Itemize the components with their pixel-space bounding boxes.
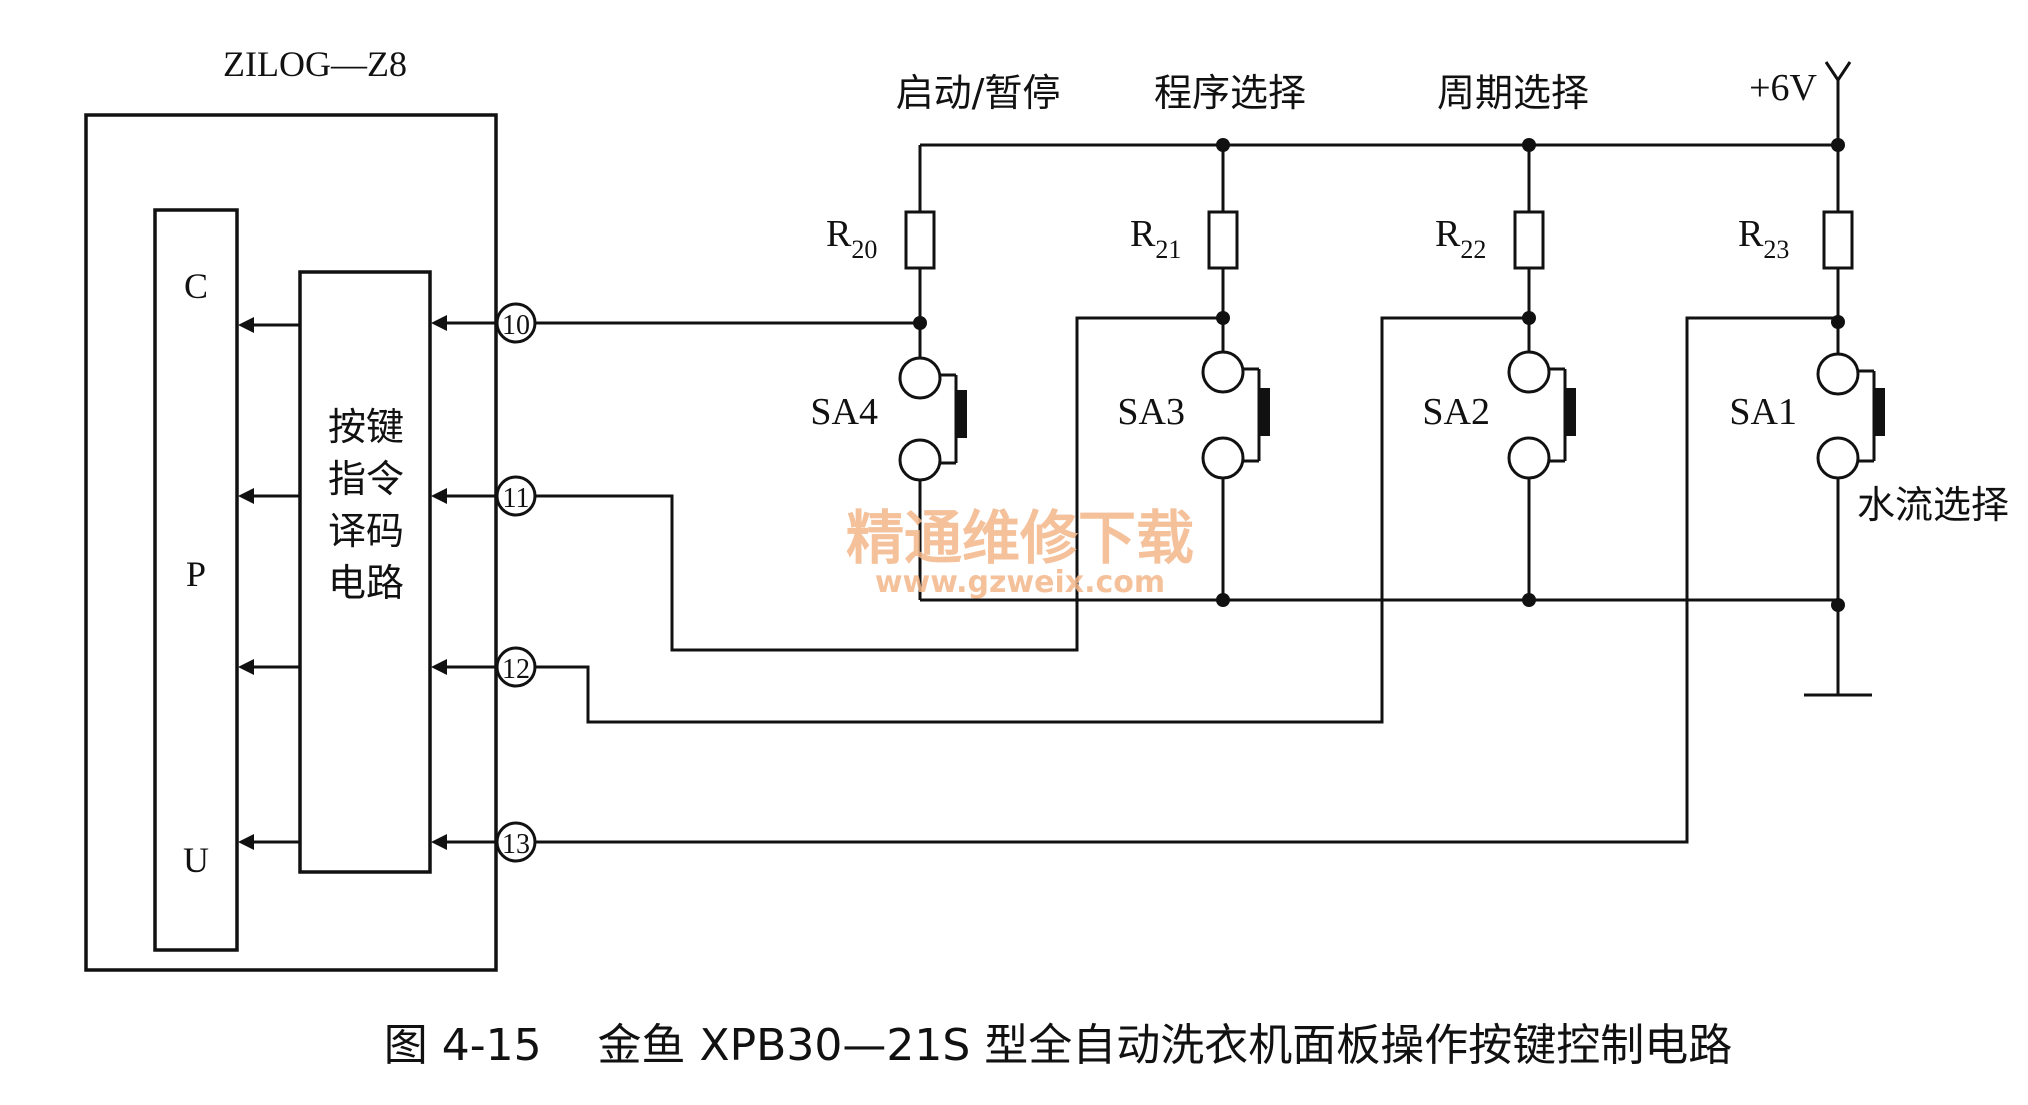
signal-wire-pin-11 bbox=[535, 316, 1223, 652]
decoder-label-line-1: 按键 bbox=[328, 405, 404, 449]
signal-wire-pin-13 bbox=[535, 316, 1838, 844]
cpu-letter-u: U bbox=[183, 840, 209, 880]
decoder-label-line-3: 译码 bbox=[328, 509, 404, 553]
resistor-r22-label: R22 bbox=[1435, 213, 1486, 264]
watermark-url: www.gzweix.com bbox=[875, 565, 1165, 600]
label-cycle-select: 周期选择 bbox=[1437, 71, 1589, 115]
decoder-label-line-2: 指令 bbox=[328, 457, 404, 501]
figure-caption: 图 4-15 金鱼 XPB30—21S 型全自动洗衣机面板操作按键控制电路 bbox=[384, 1020, 1733, 1071]
cpu-block bbox=[153, 208, 239, 952]
switch-sa4 bbox=[898, 316, 967, 600]
label-start-pause: 启动/暂停 bbox=[896, 71, 1061, 115]
pin-12: 12 bbox=[495, 646, 537, 688]
signal-wire-pin-12 bbox=[535, 316, 1529, 724]
resistor-r21 bbox=[1207, 145, 1239, 318]
resistor-r20-label: R20 bbox=[826, 213, 877, 264]
switch-sa1-label: SA1 bbox=[1729, 391, 1797, 433]
watermark-name: 精通维修下载 bbox=[846, 504, 1194, 572]
chip-title: ZILOG—Z8 bbox=[223, 44, 407, 84]
resistor-r23-label: R23 bbox=[1738, 213, 1789, 264]
label-program-select: 程序选择 bbox=[1154, 71, 1306, 115]
resistor-r22 bbox=[1513, 145, 1545, 318]
cpu-letter-c: C bbox=[184, 266, 208, 306]
chip-outline bbox=[84, 113, 498, 972]
decoder-block bbox=[298, 270, 432, 874]
pin-11-label: 11 bbox=[503, 483, 530, 514]
switch-sa4-label: SA4 bbox=[810, 391, 878, 433]
pin-to-decoder-arrows bbox=[431, 315, 496, 850]
pin-11: 11 bbox=[495, 475, 537, 517]
supply-label: +6V bbox=[1749, 67, 1817, 109]
resistor-r20 bbox=[904, 210, 936, 323]
resistor-r23 bbox=[1822, 145, 1854, 322]
pin-12-label: 12 bbox=[502, 654, 530, 685]
decoder-label-line-4: 电路 bbox=[328, 561, 404, 605]
supply-rail bbox=[918, 61, 1852, 212]
pin-13-label: 13 bbox=[502, 829, 530, 860]
ground-bus bbox=[920, 593, 1872, 697]
decoder-to-cpu-arrows bbox=[238, 317, 300, 850]
switch-sa3 bbox=[1201, 311, 1270, 600]
resistor-r21-label: R21 bbox=[1130, 213, 1181, 264]
switch-sa2 bbox=[1507, 311, 1576, 600]
pin-13: 13 bbox=[495, 821, 537, 863]
pin-10-label: 10 bbox=[502, 310, 530, 341]
switch-sa1 bbox=[1816, 315, 1885, 605]
label-water-flow-select: 水流选择 bbox=[1857, 483, 2009, 527]
pin-10: 10 bbox=[495, 302, 537, 344]
switch-sa3-label: SA3 bbox=[1117, 391, 1185, 433]
cpu-letter-p: P bbox=[186, 554, 206, 594]
switch-sa2-label: SA2 bbox=[1422, 391, 1490, 433]
